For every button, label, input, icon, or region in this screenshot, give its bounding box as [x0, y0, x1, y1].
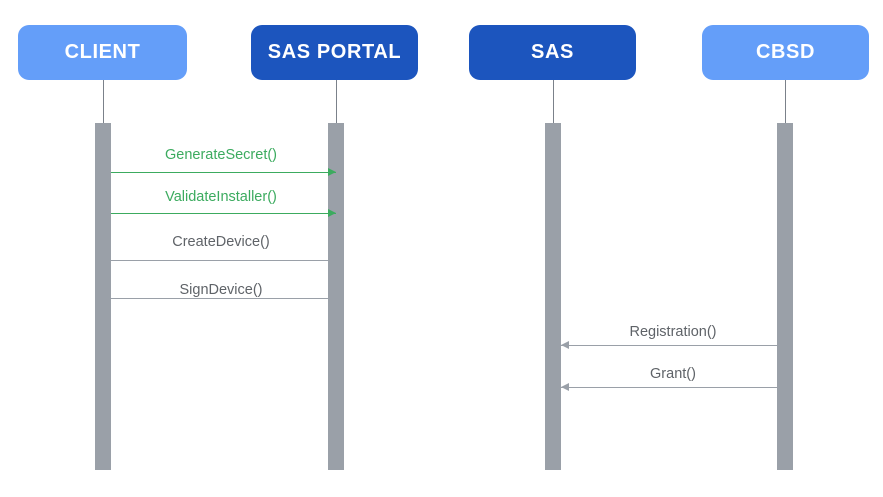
- message-arrowhead-sign-device: [328, 294, 336, 302]
- message-line-validate-installer: [111, 213, 336, 214]
- activation-bar-client: [95, 123, 111, 470]
- message-line-registration: [561, 345, 785, 346]
- message-line-generate-secret: [111, 172, 336, 173]
- message-line-grant: [561, 387, 785, 388]
- message-label-validate-installer: ValidateInstaller(): [165, 189, 277, 205]
- message-line-create-device: [111, 260, 336, 261]
- message-label-generate-secret: GenerateSecret(): [164, 147, 278, 163]
- message-arrowhead-validate-installer: [328, 209, 336, 217]
- lifeline-sas-portal: [336, 80, 337, 126]
- actor-label-sas: SAS: [531, 41, 574, 63]
- actor-box-sas-portal[interactable]: SAS PORTAL: [251, 25, 418, 80]
- lifeline-client: [103, 80, 104, 126]
- activation-bar-sas: [545, 123, 561, 470]
- lifeline-sas: [553, 80, 554, 126]
- actor-box-client[interactable]: CLIENT: [18, 25, 187, 80]
- message-line-sign-device: [111, 298, 336, 299]
- actor-label-cbsd: CBSD: [755, 41, 816, 63]
- message-arrowhead-create-device: [328, 256, 336, 264]
- message-label-registration: Registration(): [629, 324, 717, 340]
- actor-label-client: CLIENT: [64, 41, 141, 63]
- message-label-sign-device: SignDevice(): [179, 282, 263, 298]
- actor-box-cbsd[interactable]: CBSD: [702, 25, 869, 80]
- message-arrowhead-grant: [561, 383, 569, 391]
- actor-box-sas[interactable]: SAS: [469, 25, 636, 80]
- actor-label-sas-portal: SAS PORTAL: [267, 41, 402, 63]
- message-arrowhead-generate-secret: [328, 168, 336, 176]
- activation-bar-cbsd: [777, 123, 793, 470]
- message-label-grant: Grant(): [650, 366, 696, 382]
- message-arrowhead-registration: [561, 341, 569, 349]
- lifeline-cbsd: [785, 80, 786, 126]
- message-label-create-device: CreateDevice(): [172, 234, 270, 250]
